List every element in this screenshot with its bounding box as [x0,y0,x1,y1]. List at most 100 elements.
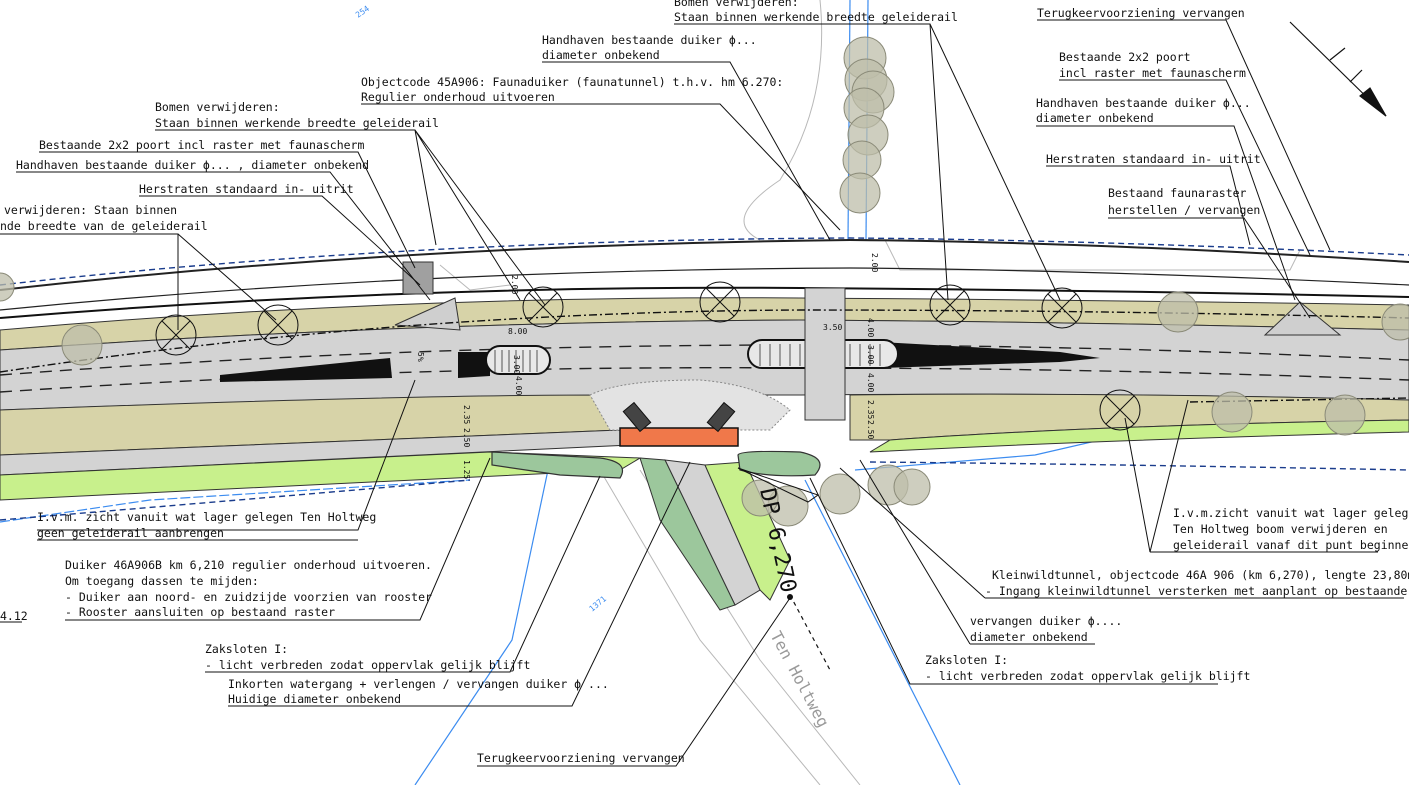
taper-left [220,358,392,382]
label-faunaraster-b: herstellen / vervangen [1108,203,1260,217]
label-view-left-b: geen geleiderail aanbrengen [37,526,224,540]
tree-remove-symbol [1041,287,1083,329]
fauna-tunnel [619,427,739,447]
blue-line-sw [414,469,549,785]
taper-mid [458,352,490,378]
tree-remove-symbol [257,304,299,346]
dimension-label: 3.00 [512,355,521,374]
label-vervangen-a: vervangen duiker ϕ.... [970,614,1122,628]
dimension-label: 1.25 [462,460,471,479]
label-view-left-a: I.v.m. zicht vanuit wat lager gelegen Te… [37,510,376,524]
road-edge-top [0,286,1409,319]
gate-area-left [394,261,461,331]
trees-keep [0,272,1409,527]
label-trees-left-b: Staan binnen werkende breedte geleiderai… [155,116,439,130]
tree-canopy [1211,391,1253,433]
parcel-line-4 [599,469,821,785]
label-top-trees-a: Bomen verwijderen: [674,0,799,9]
label-restreet-left: Herstraten standaard in- uitrit [139,182,354,196]
north-arrow [1289,21,1387,117]
dimension-label: 8.00 [508,327,527,336]
label-duiker-b: Om toegang dassen te mijden: [65,574,259,588]
fence-bottom-right [869,461,1409,471]
label-turn-top-right: Terugkeervoorziening vervangen [1037,6,1245,20]
verge-olive-lower [0,394,621,456]
tree-canopy [0,272,15,302]
tree-canopy [61,324,103,366]
label-duiker-a: Duiker 46A906B km 6,210 regulier onderho… [65,558,432,572]
dimension-label: 4.00 [514,376,523,395]
label-gate-right-b: incl raster met faunascherm [1059,66,1246,80]
dimension-label: 4.00 [866,318,875,337]
tunnel-entrances [622,401,736,433]
taper-right [880,342,1100,368]
main-road [0,238,1409,501]
label-top-trees-b: Staan binnen werkende breedte geleiderai… [674,10,958,24]
label-zak-right-a: Zaksloten I: [925,653,1008,667]
parcel-line-2 [884,239,1301,271]
blue-line-w [0,479,471,523]
crossing [491,287,846,611]
annotation-underlines [0,19,1404,767]
label-edge-num: 4.12 [0,609,28,623]
label-klein-b: - Ingang kleinwildtunnel versterken met … [985,584,1409,598]
trees-top [839,36,895,214]
tree-remove-symbol [1099,389,1141,431]
trees-remove [155,281,1141,431]
blue-line-se [804,479,961,785]
label-culvert-tc-b: diameter onbekend [542,48,660,62]
parcel-line-3 [439,264,511,291]
label-blue-1371: 1371 [588,594,609,613]
dimension-label: 2.50 [866,420,875,439]
tree-canopy [1324,394,1366,436]
label-turn-bottom: Terugkeervoorziening vervangen [477,751,685,765]
label-fauna-a: Objectcode 45A906: Faunaduiker (faunatun… [361,75,783,89]
label-klein-a: Kleinwildtunnel, objectcode 46A 906 (km … [992,568,1409,582]
parcel-line-1 [743,0,823,241]
tree-canopy [839,172,881,214]
tree-remove-symbol [522,286,564,328]
label-zak-left-b: - licht verbreden zodat oppervlak gelijk… [205,658,530,672]
gate-area-right [1263,301,1342,336]
tree-remove-symbol [699,281,741,323]
tree-canopy [1381,303,1409,341]
service-road-edge [0,238,1409,291]
label-gate-right-a: Bestaande 2x2 poort [1059,50,1191,64]
label-street: Ten Holtweg [766,628,833,730]
label-view-right-b: Ten Holtweg boom verwijderen en [1173,522,1388,536]
label-vervangen-b: diameter onbekend [970,630,1088,644]
tree-canopy [741,479,779,517]
label-duiker-d: - Rooster aansluiten op bestaand raster [65,605,335,619]
side-verge-right [704,461,791,601]
label-culvert-left: Handhaven bestaande duiker ϕ... , diamet… [16,158,369,172]
service-road-edge-2 [0,267,1409,311]
dimension-label: 4.00 [866,373,875,392]
label-gate-left: Bestaande 2x2 poort incl raster met faun… [39,138,364,152]
dp-marker [737,467,831,671]
label-culvert-right-b: diameter onbekend [1036,111,1154,125]
dimension-texts: 2.00 8.00 3.00 4.00 2.35 2.50 1.25 3.50 … [416,253,879,479]
fence-bottom [0,479,471,521]
label-culvert-tc-a: Handhaven bestaande duiker ϕ... [542,33,757,47]
label-culvert-right-a: Handhaven bestaande duiker ϕ... [1036,96,1251,110]
label-trees-left-a: Bomen verwijderen: [155,100,280,114]
fence-top [0,237,1409,286]
ditch-green-left [491,451,624,479]
label-fauna-b: Regulier onderhoud uitvoeren [361,90,555,104]
dimension-label: 2.50 [462,428,471,447]
side-verge-left [639,457,736,611]
label-blue-254: 254 [354,4,371,20]
label-inkorten-b: Huidige diameter onbekend [228,692,401,706]
label-zak-right-b: - licht verbreden zodat oppervlak gelijk… [925,669,1250,683]
label-duiker-c: - Duiker aan noord- en zuidzijde voorzie… [65,590,432,604]
label-zak-left-a: Zaksloten I: [205,642,288,656]
dimension-label: 3.50 [823,323,842,332]
label-faunaraster-a: Bestaand faunaraster [1108,186,1247,200]
label-view-right-a: I.v.m.zicht vanuit wat lager gelegen [1173,506,1409,520]
dimension-label: 3.00 [866,345,875,364]
dimension-label: 5% [416,352,425,362]
annotations: Bomen verwijderen: Staan binnen werkende… [0,0,1409,765]
dimension-label: 2.00 [870,253,879,272]
tree-canopy [1157,291,1199,333]
